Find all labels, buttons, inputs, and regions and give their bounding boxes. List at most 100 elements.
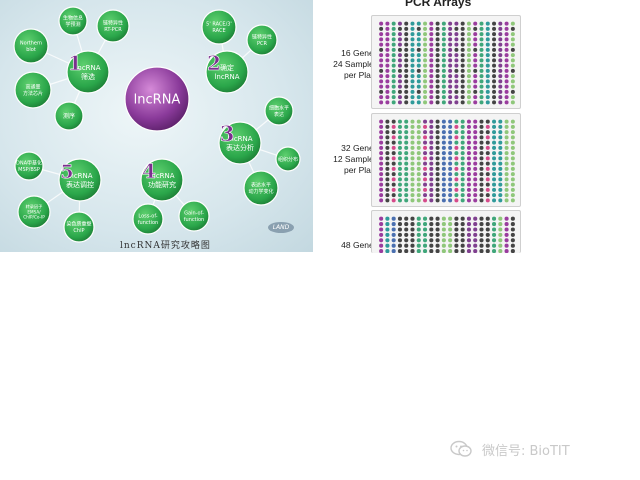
plate-well (448, 198, 453, 203)
plate-well (479, 63, 484, 68)
plate-well (422, 227, 428, 232)
plate-well (397, 53, 402, 58)
plate-well (454, 187, 459, 192)
plate-well (385, 37, 390, 42)
plate-well (429, 198, 434, 203)
satellite-4-2-bubble (178, 200, 210, 232)
plate-well (498, 21, 503, 26)
plate-well (391, 79, 396, 84)
plate-well (448, 193, 453, 198)
plate-well (391, 37, 396, 42)
plate-well (429, 222, 434, 227)
satellite-3-3-text: 动力学变化 (248, 188, 273, 195)
plate-well (498, 42, 503, 47)
plate-well (429, 100, 434, 105)
plate-well (435, 68, 440, 73)
plate-well (416, 95, 421, 100)
plate-well (441, 130, 446, 135)
plate-well (485, 32, 490, 37)
plate-well (385, 172, 390, 177)
plate-well (397, 119, 402, 124)
plate-well (492, 193, 497, 198)
plate-well (397, 130, 402, 135)
plate-well (460, 84, 465, 89)
satellite-1-5: 测序 (54, 101, 84, 131)
plate-well (510, 74, 515, 79)
plate-well (454, 140, 459, 145)
plate-well (498, 47, 503, 52)
plate-well (504, 124, 509, 129)
plate-well (454, 37, 459, 42)
plate-well (404, 74, 409, 79)
plate-well (385, 26, 390, 31)
plate-well (473, 238, 478, 243)
plate-well (429, 216, 434, 221)
step-1-number: 1 (68, 51, 82, 75)
plate-well (404, 187, 409, 192)
plate-well (510, 32, 515, 37)
plate-well (460, 63, 465, 68)
plate-well (510, 58, 515, 63)
plate-well (485, 68, 490, 73)
plate-well (435, 166, 440, 171)
plate-well (485, 89, 490, 94)
plate-well (429, 47, 434, 52)
plate-well (466, 130, 471, 135)
plate-well (454, 84, 459, 89)
plate-well (473, 74, 478, 79)
plate-well (460, 53, 465, 58)
plate-well (404, 145, 409, 150)
plate-well (423, 53, 428, 58)
plate-well (416, 26, 421, 31)
plate-well (460, 216, 465, 221)
plate-well (379, 47, 384, 52)
plate-well (441, 227, 446, 232)
plate-well (466, 177, 471, 182)
plate-well (473, 79, 478, 84)
plate-well (492, 177, 497, 182)
plate-well (435, 100, 440, 105)
plate-well (416, 124, 421, 129)
plate-well (435, 42, 440, 47)
plate-well (492, 198, 497, 203)
plate-well (416, 47, 421, 52)
plate-well (435, 238, 440, 243)
plate-well (473, 42, 478, 47)
plate-well (429, 26, 434, 31)
plate-well (441, 145, 446, 150)
plate-well (485, 222, 490, 227)
plate-well (454, 156, 459, 161)
plate-well (466, 156, 471, 161)
plate-well (410, 79, 415, 84)
company-logo: LAND (268, 222, 294, 233)
plate-well (435, 198, 440, 203)
plate-well (416, 156, 421, 161)
plate-3-wells (379, 216, 515, 253)
plate-well (416, 222, 421, 227)
plate-well (385, 53, 390, 58)
plate-well (504, 172, 509, 177)
plate-well (441, 177, 446, 182)
plate-well (423, 42, 428, 47)
plate-well (485, 74, 490, 79)
plate-well (385, 84, 390, 89)
plate-well (404, 156, 409, 161)
plate-well (422, 216, 428, 221)
satellite-5-1-bubble (14, 151, 44, 181)
plate-well (466, 124, 471, 129)
plate-well (410, 124, 415, 129)
plate-well (504, 58, 509, 63)
plate-well (498, 58, 503, 63)
plate-well (479, 74, 484, 79)
plate-well (466, 37, 471, 42)
plate-well (385, 140, 390, 145)
plate-well (460, 124, 465, 129)
plate-well (466, 63, 471, 68)
plate-well (429, 32, 434, 37)
plate-well (454, 58, 459, 63)
plate-well (441, 79, 446, 84)
plate-well (454, 63, 459, 68)
plate-well (385, 232, 390, 237)
plate-well (416, 182, 421, 187)
